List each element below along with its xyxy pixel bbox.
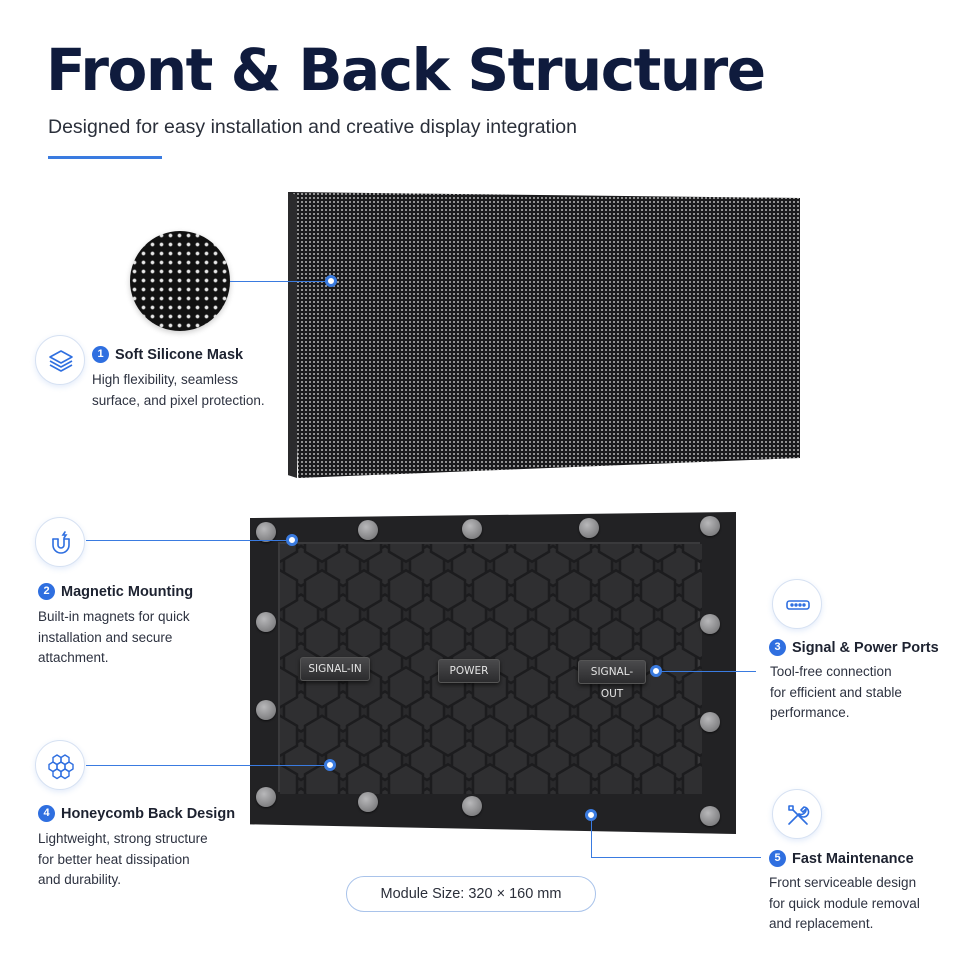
- callout-line-2: [86, 540, 292, 541]
- callout-dot-4: [324, 759, 336, 771]
- feature-1-heading: 1 Soft Silicone Mask: [92, 346, 243, 363]
- page-subtitle: Designed for easy installation and creat…: [48, 116, 577, 138]
- front-led-panel: [288, 192, 800, 478]
- power-port: POWER: [438, 659, 500, 683]
- honeycomb-icon: [35, 740, 85, 790]
- feature-5-title: Fast Maintenance: [792, 850, 914, 867]
- magnet: [700, 806, 720, 826]
- feature-5-description: Front serviceable design for quick modul…: [769, 873, 920, 935]
- callout-dot-5: [585, 809, 597, 821]
- magnet: [700, 516, 720, 536]
- feature-3-desc-line: Tool-free connection: [770, 664, 892, 679]
- front-panel-edge: [288, 192, 297, 478]
- magnet: [256, 700, 276, 720]
- callout-line-3: [656, 671, 756, 672]
- magnet: [462, 519, 482, 539]
- callout-dot-3: [650, 665, 662, 677]
- feature-4-description: Lightweight, strong structure for better…: [38, 829, 208, 891]
- magnet: [462, 796, 482, 816]
- magnet: [256, 787, 276, 807]
- callout-dot-1: [325, 275, 337, 287]
- layers-icon: [35, 335, 85, 385]
- feature-3-description: Tool-free connection for efficient and s…: [770, 662, 902, 724]
- feature-3-title: Signal & Power Ports: [792, 639, 939, 656]
- title-underline: [48, 156, 162, 159]
- magnet: [256, 522, 276, 542]
- feature-2-heading: 2 Magnetic Mounting: [38, 583, 193, 600]
- callout-line-1: [230, 281, 330, 282]
- signal-out-port: SIGNAL-OUT: [578, 660, 646, 700]
- feature-4-desc-line: for better heat dissipation: [38, 851, 190, 867]
- callout-dot-2: [286, 534, 298, 546]
- feature-1-desc-line: High flexibility, seamless: [92, 372, 239, 387]
- feature-1-desc-line: surface, and pixel protection.: [92, 392, 265, 408]
- feature-5-heading: 5 Fast Maintenance: [769, 850, 914, 867]
- feature-4-desc-line: Lightweight, strong structure: [38, 831, 208, 846]
- feature-2-desc-line: Built-in magnets for quick: [38, 609, 190, 624]
- magnet: [256, 612, 276, 632]
- tools-icon: [772, 789, 822, 839]
- feature-4-desc-line: and durability.: [38, 872, 122, 887]
- port-icon: [772, 579, 822, 629]
- feature-5-desc-line: for quick module removal: [769, 895, 920, 911]
- feature-3-desc-line: performance.: [770, 705, 850, 720]
- feature-1-badge: 1: [92, 346, 109, 363]
- magnet: [700, 614, 720, 634]
- feature-3-heading: 3 Signal & Power Ports: [769, 639, 939, 656]
- feature-2-badge: 2: [38, 583, 55, 600]
- pixel-zoom-detail: [130, 231, 230, 331]
- page-title: Front & Back Structure: [46, 36, 766, 104]
- magnet: [358, 520, 378, 540]
- magnet-icon: [35, 517, 85, 567]
- feature-2-desc-line: attachment.: [38, 650, 109, 665]
- feature-1-description: High flexibility, seamless surface, and …: [92, 370, 265, 411]
- feature-2-title: Magnetic Mounting: [61, 583, 194, 600]
- feature-1-title: Soft Silicone Mask: [115, 346, 244, 363]
- feature-3-desc-line: for efficient and stable: [770, 684, 902, 700]
- signal-in-port: SIGNAL-IN: [300, 657, 370, 681]
- callout-line-5b: [591, 857, 761, 858]
- feature-5-desc-line: Front serviceable design: [769, 875, 917, 890]
- feature-3-badge: 3: [769, 639, 786, 656]
- magnet: [579, 518, 599, 538]
- feature-4-badge: 4: [38, 805, 55, 822]
- module-size-label: Module Size: 320 × 160 mm: [346, 876, 596, 912]
- feature-2-description: Built-in magnets for quick installation …: [38, 607, 190, 669]
- feature-4-title: Honeycomb Back Design: [61, 805, 236, 822]
- feature-5-desc-line: and replacement.: [769, 916, 874, 931]
- magnet: [358, 792, 378, 812]
- callout-line-4: [86, 765, 330, 766]
- feature-4-heading: 4 Honeycomb Back Design: [38, 805, 235, 822]
- magnet: [700, 712, 720, 732]
- feature-5-badge: 5: [769, 850, 786, 867]
- feature-2-desc-line: installation and secure: [38, 629, 173, 645]
- callout-line-5a: [591, 815, 592, 857]
